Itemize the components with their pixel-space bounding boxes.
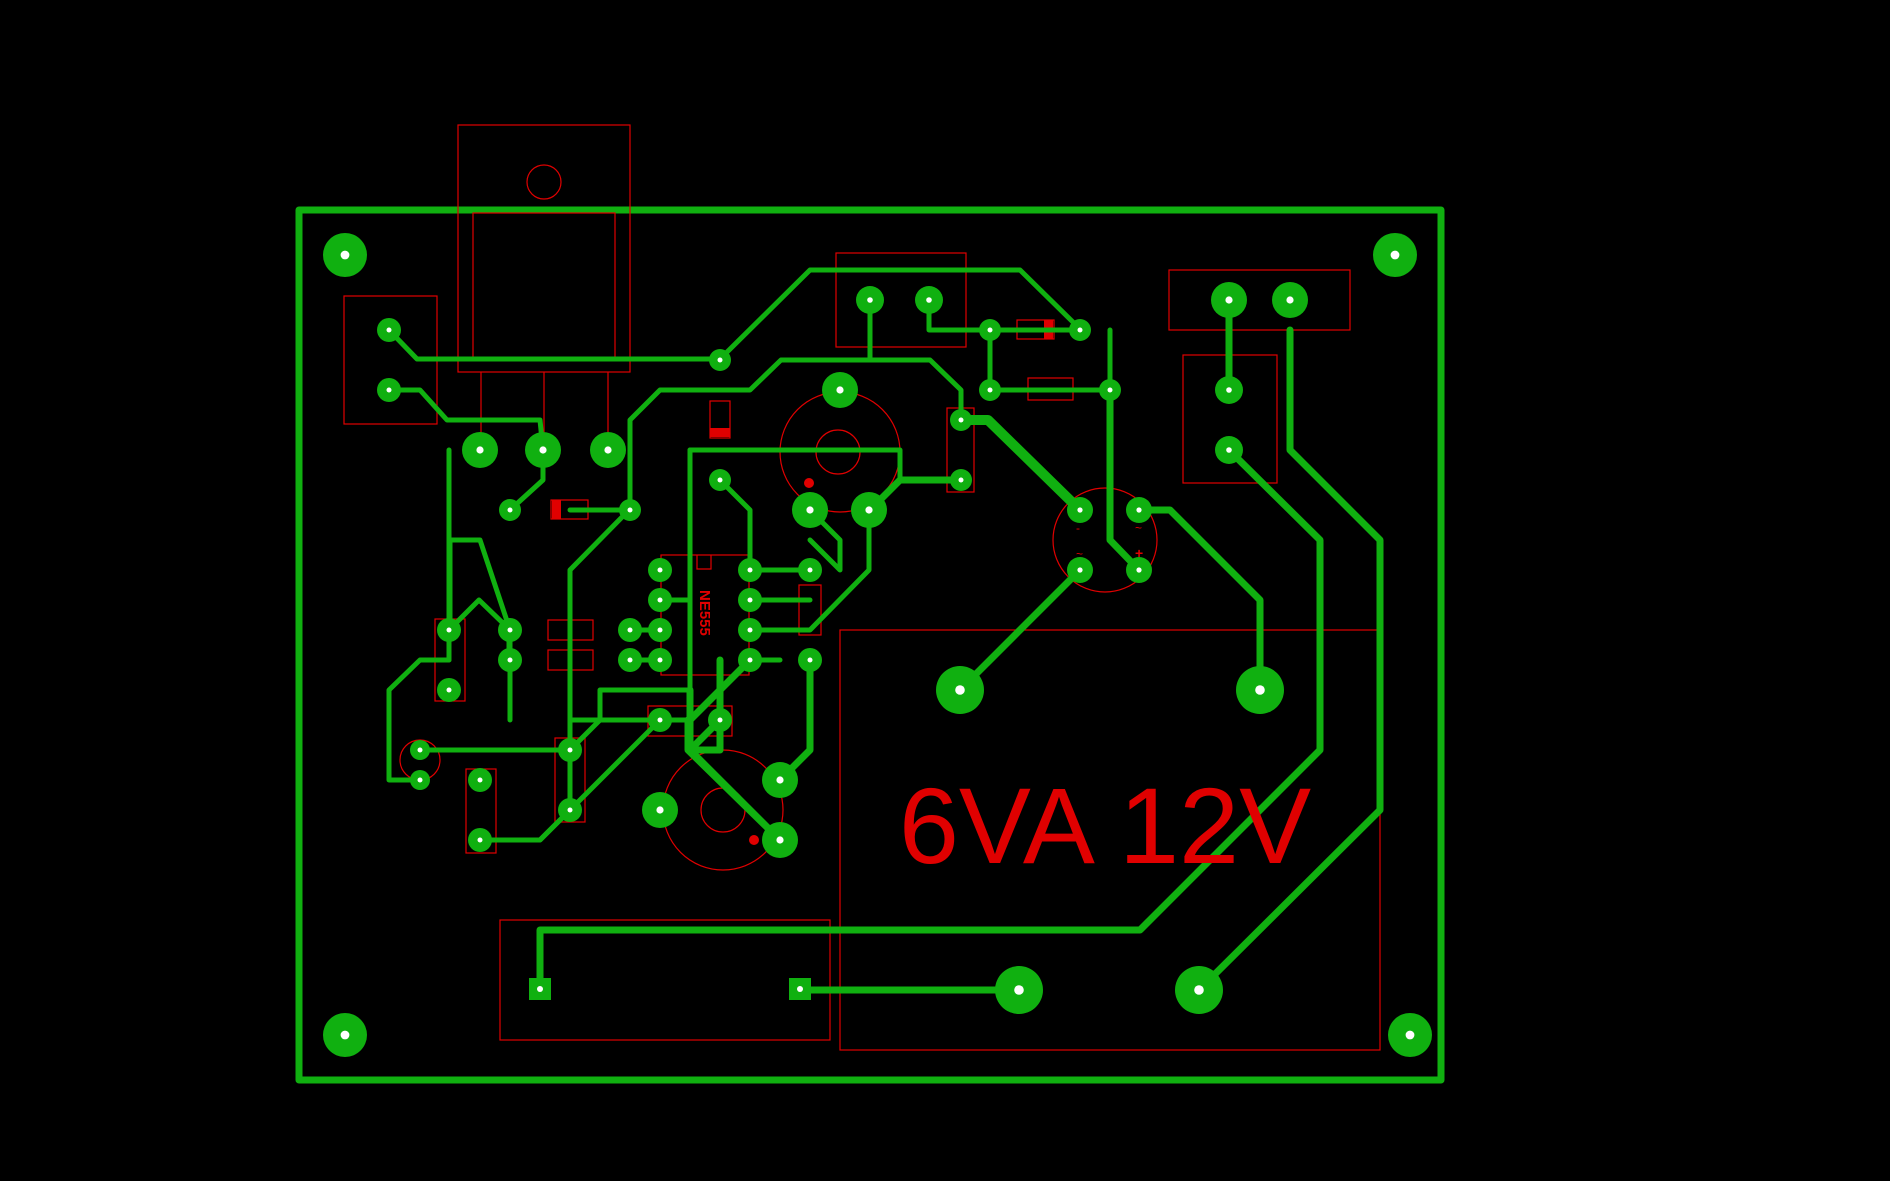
drill-hole <box>1136 567 1142 573</box>
drill-hole <box>1107 387 1113 393</box>
drill-hole <box>446 627 452 633</box>
potentiometer-2-outline <box>662 749 784 871</box>
drill-hole <box>987 387 993 393</box>
drill-hole <box>656 806 664 814</box>
drill-hole <box>340 1030 350 1040</box>
drill-hole <box>1077 327 1083 333</box>
drill-hole <box>836 386 844 394</box>
drill-hole <box>1077 567 1083 573</box>
bridge-label-ac-1: ~ <box>1076 547 1083 561</box>
drill-hole <box>627 507 633 513</box>
drill-hole <box>1390 250 1400 260</box>
bridge-rectifier-outline <box>1052 487 1158 593</box>
bridge-label-ac-2: ~ <box>1135 521 1142 535</box>
drill-hole <box>747 627 753 633</box>
drill-hole <box>958 477 964 483</box>
diode-3-outline <box>709 400 731 439</box>
ic-outline <box>660 554 750 676</box>
drill-hole <box>865 506 873 514</box>
transformer-outline <box>839 629 1381 1051</box>
drill-hole <box>1014 985 1024 995</box>
drill-hole <box>1136 507 1142 513</box>
regulator-tab-hole <box>526 164 562 200</box>
drill-hole <box>926 297 932 303</box>
bridge-label-minus: - <box>1076 521 1080 535</box>
drill-hole <box>446 687 452 693</box>
drill-holes <box>340 250 1415 1040</box>
drill-hole <box>507 657 513 663</box>
drill-hole <box>776 836 784 844</box>
drill-hole <box>627 657 633 663</box>
regulator-body-outline <box>472 212 616 361</box>
transformer-label: 6VA 12V <box>899 765 1311 886</box>
drill-hole <box>1405 1030 1415 1040</box>
drill-hole <box>476 446 484 454</box>
drill-hole <box>747 657 753 663</box>
drill-hole <box>1194 985 1204 995</box>
drill-hole <box>1255 685 1265 695</box>
drill-hole <box>1077 507 1083 513</box>
drill-hole <box>386 387 392 393</box>
drill-hole <box>477 837 483 843</box>
drill-hole <box>806 506 814 514</box>
drill-hole <box>604 446 612 454</box>
capacitor-6-outline <box>798 584 822 636</box>
drill-hole <box>807 567 813 573</box>
drill-hole <box>747 567 753 573</box>
drill-hole <box>797 986 803 992</box>
drill-hole <box>477 777 483 783</box>
ic-label: NE555 <box>696 590 713 636</box>
drill-hole <box>987 327 993 333</box>
diode-1-band <box>552 500 561 519</box>
regulator-outline <box>457 124 631 373</box>
drill-hole <box>386 327 392 333</box>
drill-hole <box>657 567 663 573</box>
drill-hole <box>657 597 663 603</box>
drill-hole <box>567 807 573 813</box>
potentiometer-2-dot <box>749 835 759 845</box>
drill-hole <box>1226 387 1232 393</box>
diode-3-band <box>710 428 730 437</box>
drill-hole <box>1225 296 1233 304</box>
drill-hole <box>747 597 753 603</box>
power-connector-outline <box>1168 269 1351 331</box>
drill-hole <box>340 250 350 260</box>
drill-hole <box>507 627 513 633</box>
drill-hole <box>627 627 633 633</box>
drill-hole <box>567 747 573 753</box>
drill-hole <box>539 446 547 454</box>
drill-hole <box>717 717 723 723</box>
drill-hole <box>717 357 723 363</box>
board-outline <box>295 206 1445 1084</box>
drill-hole <box>955 685 965 695</box>
drill-hole <box>657 717 663 723</box>
drill-hole <box>958 417 964 423</box>
drill-hole <box>537 986 543 992</box>
bridge-label-plus: + <box>1135 545 1143 561</box>
copper-traces <box>386 267 1384 994</box>
drill-hole <box>657 627 663 633</box>
drill-hole <box>807 657 813 663</box>
drill-hole <box>776 776 784 784</box>
drill-hole <box>657 657 663 663</box>
drill-hole <box>1286 296 1294 304</box>
potentiometer-1-dot <box>804 478 814 488</box>
relay-outline <box>499 919 831 1041</box>
drill-hole <box>867 297 873 303</box>
drill-hole <box>417 777 423 783</box>
drill-hole <box>507 507 513 513</box>
drill-hole <box>1226 447 1232 453</box>
ic-notch <box>696 555 712 570</box>
top-connector-outline <box>835 252 967 348</box>
silkscreen-layer <box>343 124 1381 1051</box>
drill-hole <box>717 477 723 483</box>
drill-hole <box>417 747 423 753</box>
